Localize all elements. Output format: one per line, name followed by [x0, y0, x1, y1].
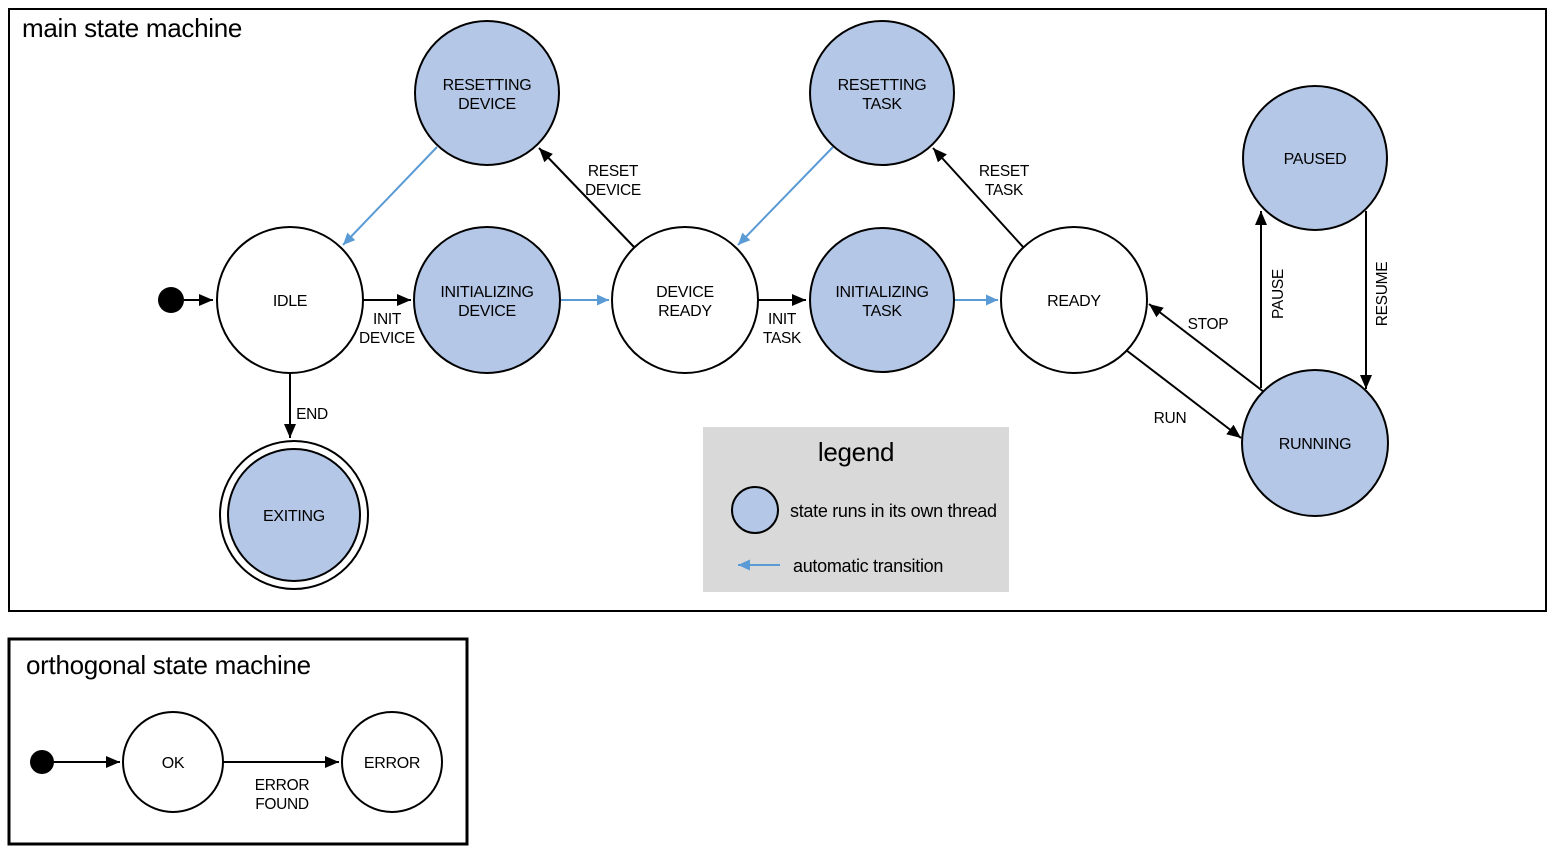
transition-init-task-label-line2: TASK — [763, 330, 802, 347]
state-ok: OK — [122, 711, 224, 813]
legend-title: legend — [818, 437, 894, 467]
transition-stop-label: STOP — [1188, 316, 1229, 333]
state-ready-label: READY — [1047, 293, 1101, 310]
main-state-machine-title: main state machine — [22, 13, 242, 43]
transition-error-found-label-line1: ERROR — [255, 777, 310, 794]
state-initializing-device-label-line2: DEVICE — [458, 303, 516, 320]
transition-error-found-label-line2: FOUND — [255, 796, 309, 813]
legend-threaded-state-swatch — [731, 486, 779, 534]
main-transitions: INIT DEVICE RESET DEVICE INIT TASK RESET… — [184, 146, 1391, 439]
transition-reset-task-label-line2: TASK — [985, 182, 1024, 199]
initial-state-dot — [158, 287, 184, 313]
state-resetting-task-label-line1: RESETTING — [838, 77, 927, 94]
state-device-ready-label-line1: DEVICE — [656, 284, 714, 301]
transition-run-arrow — [1125, 349, 1242, 439]
state-paused: PAUSED — [1242, 85, 1388, 231]
transition-resume-label: RESUME — [1374, 262, 1391, 327]
state-paused-label: PAUSED — [1284, 151, 1347, 168]
state-error-circle — [341, 711, 443, 813]
transition-init-device-label-line1: INIT — [373, 311, 402, 328]
transition-reset-device-label-line2: DEVICE — [585, 182, 641, 199]
state-paused-circle — [1242, 85, 1388, 231]
state-initializing-task-circle — [809, 227, 955, 373]
transition-init-task-label-line1: INIT — [768, 311, 797, 328]
transition-pause-label: PAUSE — [1270, 269, 1287, 319]
main-state-machine: main state machine INIT DEVICE RESET DEV… — [8, 8, 1547, 612]
state-ok-label: OK — [162, 755, 185, 772]
state-idle-circle — [216, 226, 364, 374]
state-resetting-device-label-line2: DEVICE — [458, 96, 516, 113]
state-resetting-device-label-line1: RESETTING — [443, 77, 532, 94]
state-ready: READY — [1000, 226, 1148, 374]
transition-reset-device-label-line1: RESET — [588, 163, 639, 180]
transition-reset-device-arrow — [538, 147, 635, 248]
state-running-label: RUNNING — [1279, 436, 1352, 453]
state-error-label: ERROR — [364, 755, 420, 772]
main-states: IDLE RESETTING DEVICE INITIALIZING DEVIC… — [158, 20, 1389, 590]
state-resetting-task: RESETTING TASK — [809, 20, 955, 166]
state-idle: IDLE — [216, 226, 364, 374]
state-resetting-device: RESETTING DEVICE — [414, 20, 560, 166]
state-resetting-device-circle — [414, 20, 560, 166]
state-running-circle — [1241, 369, 1389, 517]
state-initializing-task: INITIALIZING TASK — [809, 227, 955, 373]
legend-automatic-transition-label: automatic transition — [793, 556, 943, 576]
state-device-ready: DEVICE READY — [611, 226, 759, 374]
transition-device-reset-done-arrow-automatic — [342, 146, 438, 246]
state-device-ready-circle — [611, 226, 759, 374]
transition-run-label: RUN — [1154, 410, 1187, 427]
state-initializing-task-label-line1: INITIALIZING — [835, 284, 928, 301]
transition-reset-task-arrow — [932, 147, 1025, 249]
state-running: RUNNING — [1241, 369, 1389, 517]
state-exiting-label: EXITING — [263, 508, 325, 525]
state-ready-circle — [1000, 226, 1148, 374]
orthogonal-state-machine: orthogonal state machine OK ERROR FOUND … — [7, 637, 469, 846]
orthogonal-initial-state-dot — [30, 750, 54, 774]
state-idle-label: IDLE — [273, 293, 307, 310]
state-resetting-task-label-line2: TASK — [862, 96, 902, 113]
state-error: ERROR — [341, 711, 443, 813]
state-initializing-device-circle — [413, 226, 561, 374]
state-exiting-final: EXITING — [219, 440, 369, 590]
legend-threaded-state-label: state runs in its own thread — [790, 501, 997, 521]
state-initializing-device-label-line1: INITIALIZING — [440, 284, 533, 301]
transition-stop-arrow — [1148, 303, 1265, 393]
legend: legend state runs in its own thread auto… — [703, 427, 1009, 592]
transition-end-label: END — [296, 406, 328, 423]
transition-reset-task-label-line1: RESET — [979, 163, 1030, 180]
state-initializing-task-label-line2: TASK — [862, 303, 902, 320]
state-exiting-inner-circle — [227, 448, 361, 582]
transition-task-reset-done-arrow-automatic — [737, 146, 834, 246]
orthogonal-state-machine-title: orthogonal state machine — [26, 650, 311, 680]
state-resetting-task-circle — [809, 20, 955, 166]
state-initializing-device: INITIALIZING DEVICE — [413, 226, 561, 374]
transition-init-device-label-line2: DEVICE — [359, 330, 415, 347]
state-device-ready-label-line2: READY — [658, 303, 712, 320]
